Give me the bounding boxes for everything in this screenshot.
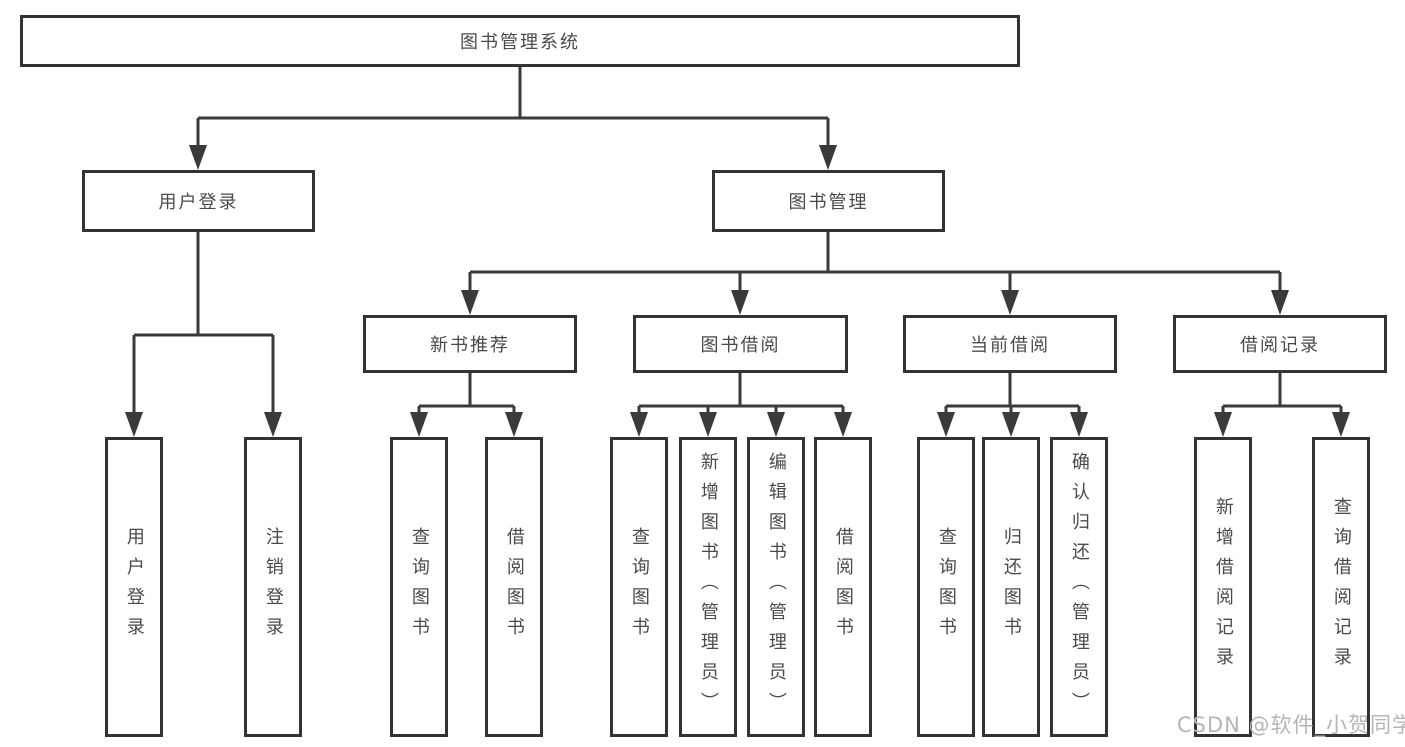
leaf-label: 新增借阅记录: [1212, 497, 1234, 677]
node-borrowing-records: 借阅记录: [1173, 315, 1387, 373]
leaf-label: 查询借阅记录: [1330, 497, 1352, 677]
node-label: 借阅记录: [1240, 335, 1320, 356]
leaf-query-books-3: 查询图书: [917, 437, 975, 737]
leaf-add-borrow-record: 新增借阅记录: [1194, 437, 1252, 737]
leaf-edit-book-admin: 编辑图书（管理员）: [747, 437, 805, 737]
leaf-logout: 注销登录: [244, 437, 302, 737]
node-current-borrowing: 当前借阅: [903, 315, 1117, 373]
node-book-borrowing: 图书借阅: [633, 315, 848, 373]
node-library-management-system: 图书管理系统: [20, 15, 1020, 67]
leaf-label: 编辑图书（管理员）: [765, 452, 787, 722]
node-user-login: 用户登录: [82, 170, 315, 232]
leaf-label: 新增图书（管理员）: [697, 452, 719, 722]
leaf-label: 归还图书: [1000, 527, 1022, 647]
node-book-management: 图书管理: [712, 170, 945, 232]
leaf-borrow-books-2: 借阅图书: [814, 437, 872, 737]
node-label: 用户登录: [158, 192, 239, 213]
leaf-label: 确认归还（管理员）: [1068, 452, 1090, 722]
node-label: 图书借阅: [700, 335, 781, 356]
leaf-add-book-admin: 新增图书（管理员）: [679, 437, 737, 737]
leaf-query-borrow-record: 查询借阅记录: [1312, 437, 1370, 737]
leaf-return-books: 归还图书: [982, 437, 1040, 737]
node-label: 当前借阅: [970, 335, 1050, 356]
node-new-book-recommendation: 新书推荐: [363, 315, 577, 373]
arrowheads: [125, 145, 1350, 437]
leaf-user-login: 用户登录: [105, 437, 163, 737]
leaf-label: 注销登录: [262, 527, 284, 647]
leaf-label: 借阅图书: [832, 527, 854, 647]
leaf-confirm-return-admin: 确认归还（管理员）: [1050, 437, 1108, 737]
leaf-query-books-1: 查询图书: [390, 437, 448, 737]
leaf-label: 借阅图书: [503, 527, 525, 647]
leaf-label: 查询图书: [408, 527, 430, 647]
leaf-label: 查询图书: [935, 527, 957, 647]
node-label: 图书管理: [788, 192, 869, 213]
leaf-query-books-2: 查询图书: [610, 437, 668, 737]
leaf-label: 查询图书: [628, 527, 650, 647]
node-label: 图书管理系统: [460, 32, 580, 53]
node-label: 新书推荐: [430, 335, 510, 356]
leaf-label: 用户登录: [123, 527, 145, 647]
leaf-borrow-books-1: 借阅图书: [485, 437, 543, 737]
csdn-watermark: CSDN @软件_小贺同学: [1177, 713, 1405, 737]
